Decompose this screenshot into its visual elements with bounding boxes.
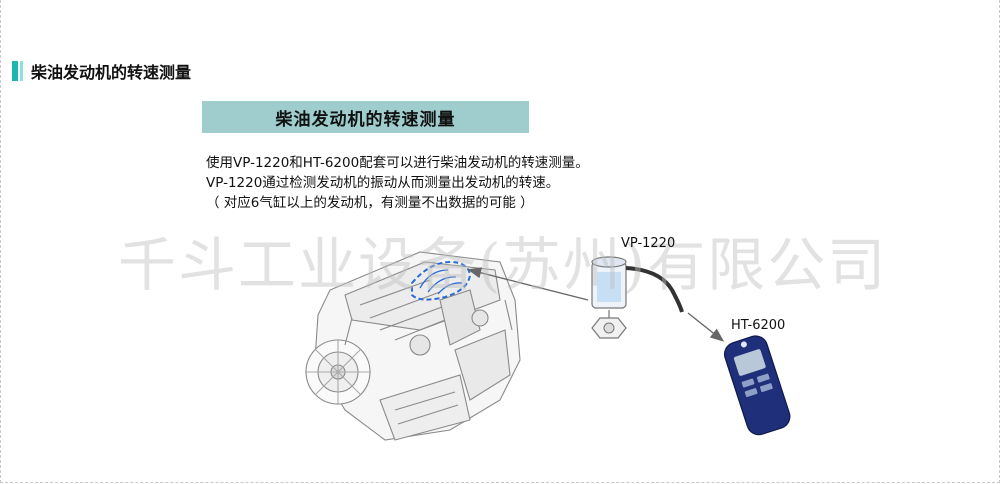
section-marker-light-icon <box>20 61 23 81</box>
injection-lines-highlight <box>411 260 472 301</box>
description: 使用VP-1220和HT-6200配套可以进行柴油发动机的转速测量。 VP-12… <box>206 153 589 213</box>
diagram-banner: 柴油发动机的转速测量 <box>202 101 529 133</box>
description-line: 使用VP-1220和HT-6200配套可以进行柴油发动机的转速测量。 <box>206 155 589 171</box>
ht6200-label: HT-6200 <box>731 318 786 333</box>
sensor-to-tachometer-arrow <box>687 312 725 342</box>
sensor-to-engine-arrow <box>467 267 589 301</box>
section-title: 柴油发动机的转速测量 <box>31 63 192 82</box>
section-header: 柴油发动机的转速测量 <box>12 60 191 82</box>
engine-illustration <box>305 251 521 441</box>
section-marker-icon <box>12 61 18 81</box>
vp1220-sensor-illustration <box>591 256 684 339</box>
description-line: VP-1220通过检测发动机的振动从而测量出发动机的转速。 <box>206 175 560 191</box>
description-line: （ 对应6气缸以上的发动机，有测量不出数据的可能 ） <box>206 195 534 211</box>
vp1220-label: VP-1220 <box>621 236 676 251</box>
ht6200-tachometer-illustration <box>723 335 791 436</box>
